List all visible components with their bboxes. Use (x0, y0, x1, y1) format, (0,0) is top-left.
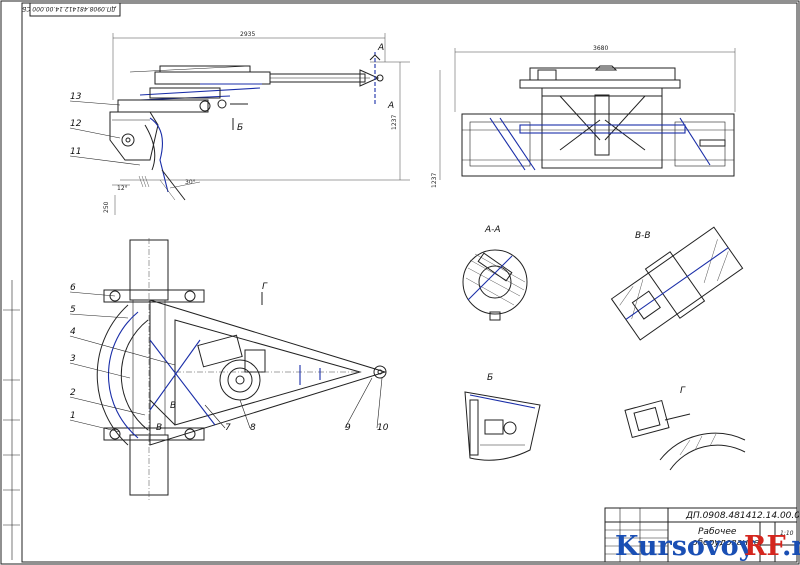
title-block: ДП.0908.481412.14.00.000 СБ Рабочее обор… (604, 507, 800, 563)
callout-5: 5 (70, 305, 76, 315)
top-stamp-text: ДП.0908.481412.14.00.000 СБ (22, 5, 117, 12)
side-view: 2935 1237 (69, 31, 410, 215)
callout-12: 12 (70, 119, 82, 129)
section-vv-title: В-В (635, 231, 651, 241)
callout-6: 6 (70, 283, 76, 293)
side-height-dim: 1237 (391, 115, 398, 130)
top-stamp: ДП.0908.481412.14.00.000 СБ (22, 2, 121, 17)
inner-frame (21, 2, 798, 563)
front-view: 3680 1237 (431, 45, 736, 188)
section-b-title: Б (487, 373, 493, 383)
plan-view: Г В В 6 5 4 3 2 1 7 8 9 10 (69, 238, 389, 500)
callout-3: 3 (70, 354, 76, 364)
small-dim: 250 (103, 201, 110, 213)
front-height-dim: 1237 (431, 173, 438, 188)
title-name-line1: Рабочее (698, 527, 737, 537)
side-length-dim: 2935 (240, 31, 255, 38)
front-width-dim: 3680 (593, 45, 608, 52)
section-g: Г (624, 386, 746, 471)
left-margin-stamp (3, 280, 20, 560)
marker-v-bottom: В (156, 423, 162, 433)
callout-9: 9 (345, 423, 351, 433)
marker-g: Г (262, 282, 268, 292)
marker-b: Б (237, 123, 243, 133)
callout-8: 8 (250, 423, 256, 433)
angle-b: 30° (185, 179, 196, 186)
marker-v-top: В (170, 401, 176, 411)
section-aa: А-А (462, 225, 528, 321)
title-stamp: ДП.0908.481412.14.00.000 СБ (685, 511, 800, 521)
marker-a-top: А (377, 43, 384, 53)
section-b: Б (464, 373, 541, 461)
callout-1: 1 (70, 411, 76, 421)
sheet-scale: 1:10 (780, 530, 794, 537)
marker-a-bottom: А (387, 101, 394, 111)
callout-10: 10 (377, 423, 389, 433)
section-aa-title: А-А (484, 225, 501, 235)
callout-13: 13 (70, 92, 82, 102)
watermark-part2: RF (744, 531, 786, 562)
callout-2: 2 (70, 388, 76, 398)
section-vv: В-В (610, 226, 744, 341)
callout-11: 11 (70, 147, 81, 157)
angle-a: 12° (117, 185, 128, 192)
watermark-part1: Kursovoy (615, 531, 756, 562)
watermark: Kursovoy RF .ru (615, 531, 800, 562)
watermark-part3: .ru (782, 531, 800, 562)
title-name-line2: оборудование (692, 538, 760, 548)
section-g-title: Г (680, 386, 686, 396)
callout-7: 7 (225, 423, 231, 433)
callout-4: 4 (70, 327, 76, 337)
